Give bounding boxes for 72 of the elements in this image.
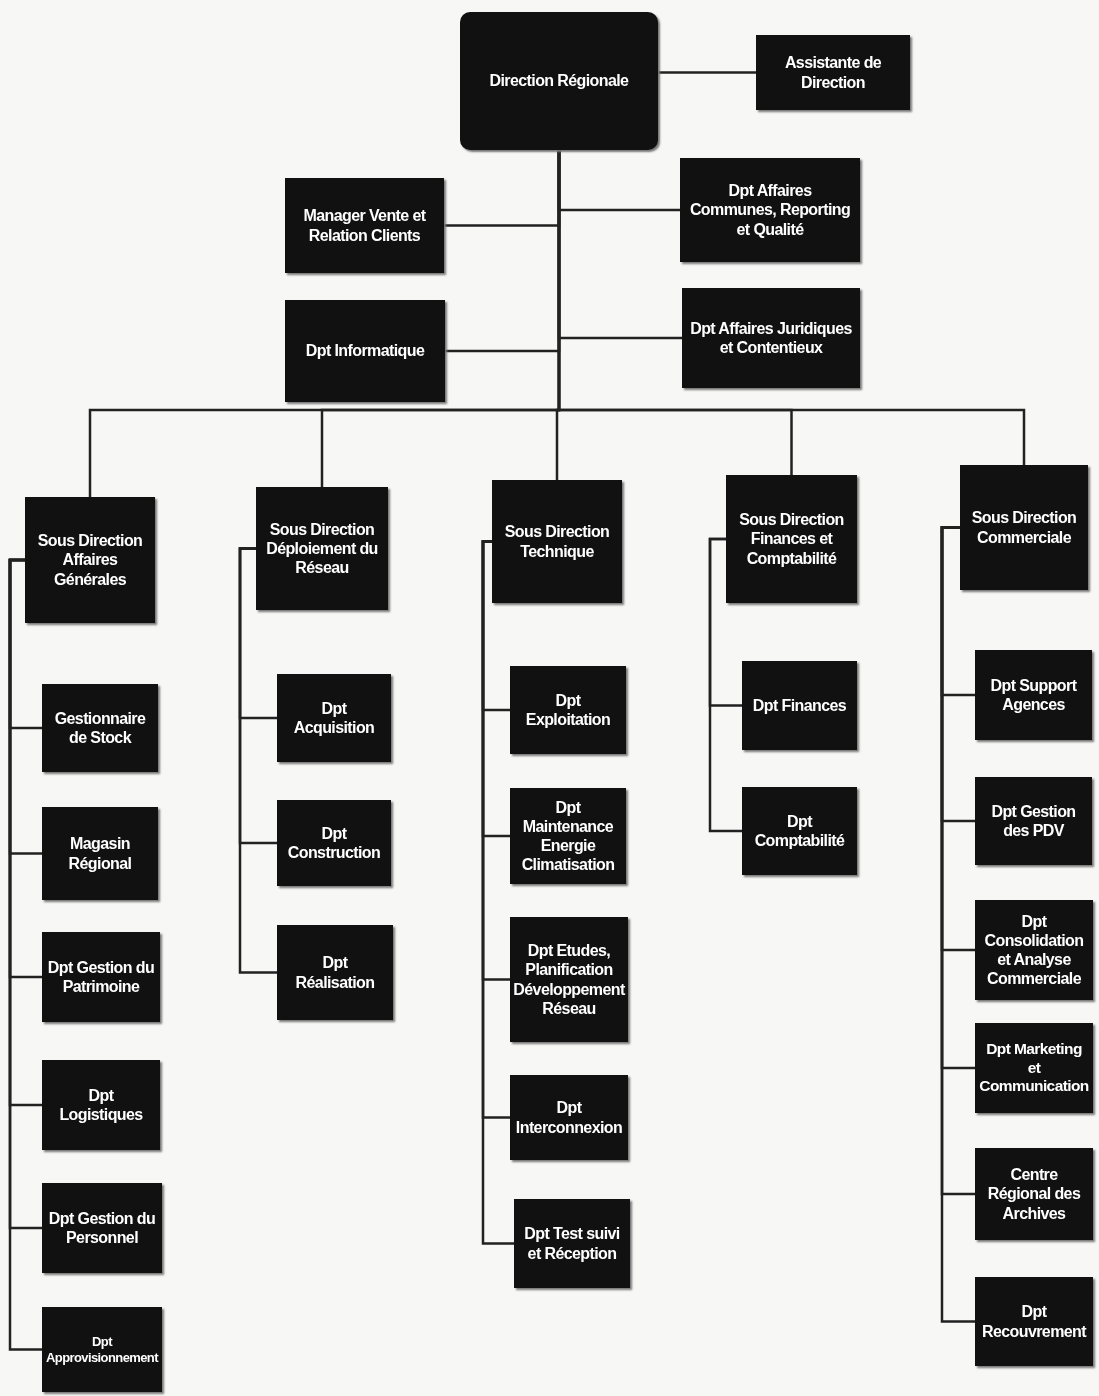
box-label: Dpt Affaires Juridiques et Contentieux — [689, 318, 853, 358]
box-label: Dpt Affaires Communes, Reporting et Qualité — [688, 181, 852, 239]
org-box — [25, 497, 155, 623]
org-box — [975, 1023, 1093, 1113]
box-label: Sous Direction Commerciale — [970, 508, 1078, 547]
org-box — [514, 1199, 630, 1288]
box-label: Dpt Acquisition — [292, 698, 376, 738]
connector-line — [8, 558, 42, 1351]
box-label: Sous Direction Finances et Comptabilité — [738, 510, 845, 568]
head-box — [460, 12, 658, 150]
box-label: Gestionnaire de Stock — [53, 708, 147, 748]
box-label: Dpt Consolidation et Analyse Commerciale — [983, 911, 1085, 989]
box-label: Dpt Gestion du Personnel — [47, 1208, 157, 1248]
connector-line — [238, 547, 277, 974]
connector-line — [940, 526, 975, 1323]
box-label: Direction Régionale — [489, 71, 629, 91]
box-label: Dpt Comptabilité — [753, 811, 846, 851]
org-box — [682, 288, 860, 388]
box-label: Dpt Support Agences — [989, 675, 1078, 715]
connector-line — [658, 71, 756, 74]
box-label: Dpt Exploitation — [524, 690, 612, 730]
connector-line — [708, 537, 742, 833]
org-box — [42, 1183, 162, 1273]
org-box — [510, 1075, 628, 1160]
org-box — [756, 35, 910, 110]
box-label: Assistante de Direction — [783, 53, 883, 92]
org-box — [42, 1060, 160, 1150]
org-box — [975, 650, 1092, 740]
org-box — [277, 800, 391, 886]
box-label: Manager Vente et Relation Clients — [302, 206, 427, 245]
box-label: Sous Direction Technique — [503, 522, 611, 561]
org-box — [975, 1277, 1093, 1366]
box-label: Dpt Recouvrement — [981, 1302, 1088, 1341]
org-box — [42, 1307, 162, 1392]
org-box — [726, 475, 857, 603]
box-label: Dpt Finances — [752, 695, 847, 716]
org-box — [510, 917, 628, 1042]
org-box — [42, 684, 158, 772]
box-label: Magasin Régional — [67, 834, 133, 873]
org-box — [42, 807, 158, 900]
org-box — [975, 777, 1092, 865]
box-label: Dpt Interconnexion — [515, 1098, 623, 1137]
box-label: Dpt Réalisation — [294, 953, 376, 992]
org-box — [285, 178, 444, 273]
box-label: Dpt Maintenance Energie Climatisation — [520, 797, 616, 875]
org-box — [42, 932, 160, 1022]
box-label: Dpt Approvisionnement — [46, 1333, 158, 1366]
org-box — [285, 300, 445, 402]
org-box — [960, 465, 1088, 590]
org-box — [680, 158, 860, 262]
org-box — [277, 674, 391, 762]
box-label: Sous Direction Déploiement du Réseau — [265, 519, 379, 578]
box-label: Sous Direction Affaires Générales — [36, 531, 144, 589]
box-label: Dpt Gestion des PDV — [990, 801, 1077, 841]
box-label: Centre Régional des Archives — [986, 1165, 1082, 1223]
org-box — [510, 788, 626, 884]
box-label: Dpt Etudes, Planification Développement Réseau — [513, 941, 625, 1018]
org-box — [510, 666, 626, 754]
org-box — [975, 1148, 1093, 1240]
box-label: Dpt Gestion du Patrimoine — [47, 957, 155, 997]
org-box — [742, 661, 857, 750]
org-box — [277, 925, 393, 1020]
box-label: Dpt Test suivi et Réception — [523, 1224, 621, 1263]
box-label: Dpt Logistiques — [58, 1085, 144, 1125]
connector-line — [481, 540, 514, 1245]
org-box — [742, 787, 857, 875]
box-label: Dpt Construction — [286, 823, 382, 863]
box-label: Dpt Marketing et Communication — [979, 1040, 1089, 1096]
org-box — [256, 487, 388, 610]
box-label: Dpt Informatique — [305, 341, 425, 361]
org-box — [975, 900, 1093, 1000]
org-box — [492, 480, 622, 603]
